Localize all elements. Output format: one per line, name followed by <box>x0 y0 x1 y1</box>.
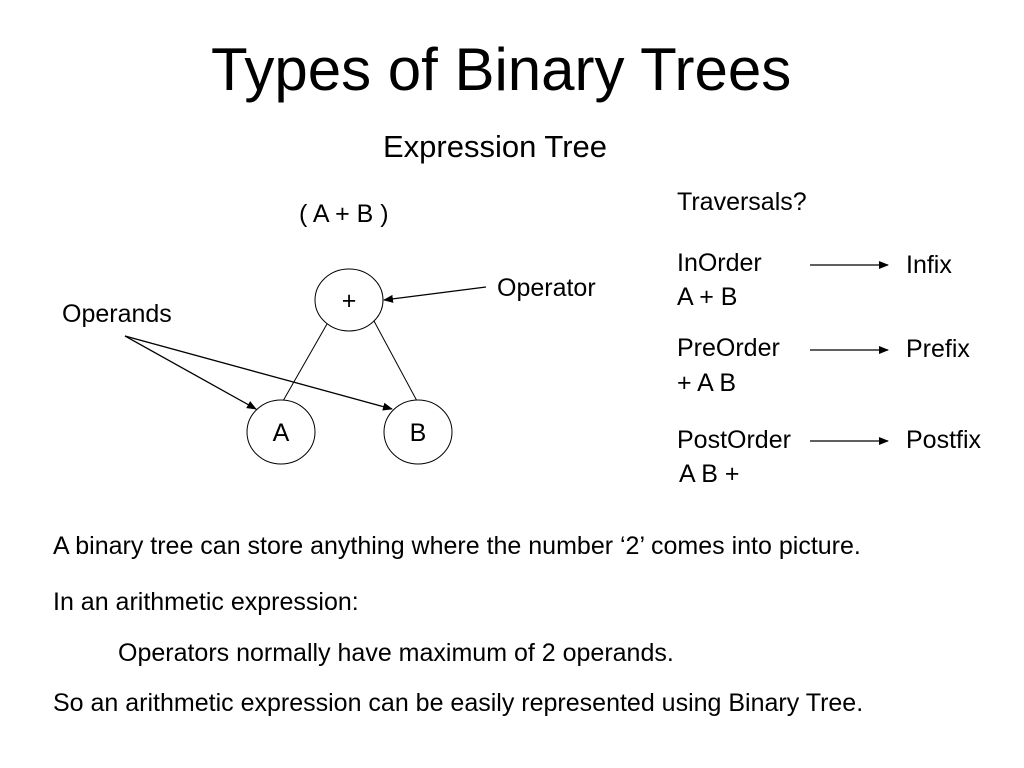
traversal-result: + A B <box>677 369 737 397</box>
operator-label: Operator <box>497 274 596 302</box>
traversal-name: PostOrder <box>677 426 791 454</box>
operator-arrow <box>383 286 487 303</box>
traversal-name: InOrder <box>677 249 762 277</box>
traversal-notation: Prefix <box>906 335 970 363</box>
operands-label: Operands <box>62 300 172 328</box>
traversals-heading: Traversals? <box>677 188 807 216</box>
edge-root-right <box>373 320 418 402</box>
operands-arrow-b <box>124 335 393 411</box>
traversal-notation: Infix <box>906 251 952 279</box>
right-node-label: B <box>410 419 427 447</box>
traversal-notation: Postfix <box>906 426 982 454</box>
traversal-result: A B + <box>679 460 740 488</box>
root-node <box>314 268 384 332</box>
root-node-label: + <box>342 287 357 315</box>
traversal-name: PreOrder <box>677 334 780 362</box>
body-line-2: In an arithmetic expression: <box>53 588 359 616</box>
right-node <box>383 399 453 465</box>
operands-arrow-a <box>124 335 257 410</box>
body-line-4: So an arithmetic expression can be easil… <box>53 689 864 717</box>
slide-subtitle: Expression Tree <box>383 129 607 164</box>
left-node-label: A <box>273 419 290 447</box>
body-line-3: Operators normally have maximum of 2 ope… <box>118 639 674 667</box>
body-line-1: A binary tree can store anything where t… <box>53 532 861 560</box>
expression-label: ( A + B ) <box>299 200 389 228</box>
left-node <box>246 399 316 465</box>
slide-title: Types of Binary Trees <box>211 36 792 103</box>
edge-root-left <box>282 323 328 402</box>
traversal-result: A + B <box>677 283 738 311</box>
